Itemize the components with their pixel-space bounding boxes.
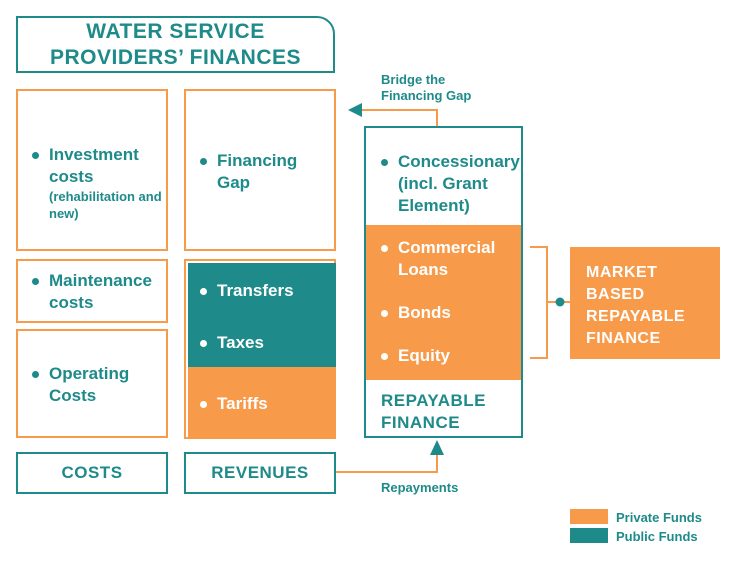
transfers-label: Transfers [217,281,294,300]
private-funds-block: Tariffs [188,367,336,437]
bullet-icon [200,158,207,165]
bullet-icon [32,371,39,378]
repayments-arrow-line [336,455,438,473]
maintenance-costs-box: Maintenance costs [16,259,168,323]
legend-item-private: Private Funds [570,508,730,526]
commercial-loans-item: Commercial Loans [381,237,511,281]
investment-costs-label: Investment costs [49,145,139,186]
bracket-dot-icon [555,297,565,307]
legend-label-private: Private Funds [616,510,702,525]
concessionary-item: Concessionary (incl. Grant Element) [381,151,521,217]
maintenance-costs-item: Maintenance costs [32,270,162,314]
investment-costs-item: Investment costs (rehabilitation and new… [32,144,162,222]
market-based-finance-label: MARKET BASED REPAYABLE FINANCE [586,264,686,347]
bullet-icon [381,159,388,166]
bullet-icon [200,340,207,347]
concessionary-label: Concessionary (incl. Grant Element) [398,152,520,215]
repayable-finance-box: Concessionary (incl. Grant Element) Comm… [364,126,523,438]
legend-item-public: Public Funds [570,527,730,545]
commercial-loans-label: Commercial Loans [398,238,496,279]
diagram-title: WATER SERVICE PROVIDERS’ FINANCES [16,16,335,73]
bullet-icon [381,245,388,252]
legend: Private Funds Public Funds [570,508,730,548]
legend-swatch-private [570,509,608,524]
repayable-finance-footer-label: REPAYABLE FINANCE [381,391,486,432]
revenues-footer: REVENUES [184,452,336,494]
bridge-caption-text: Bridge the Financing Gap [381,72,472,103]
financing-gap-label: Financing Gap [217,151,298,192]
equity-label: Equity [398,346,450,365]
tariffs-item: Tariffs [200,393,330,415]
bonds-item: Bonds [381,302,511,324]
bracket-line [530,246,548,359]
tariffs-label: Tariffs [217,394,268,413]
bullet-icon [32,278,39,285]
financing-gap-item: Financing Gap [200,150,330,194]
equity-item: Equity [381,345,511,367]
taxes-item: Taxes [200,332,330,354]
bullet-icon [200,401,207,408]
investment-costs-box: Investment costs (rehabilitation and new… [16,89,168,251]
operating-costs-box: Operating Costs [16,329,168,438]
bullet-icon [32,152,39,159]
bridge-arrow-line [362,109,438,126]
repayments-caption-text: Repayments [381,480,459,495]
repayable-finance-footer: REPAYABLE FINANCE [381,390,521,434]
public-funds-block: Transfers Taxes [188,263,336,367]
bonds-label: Bonds [398,303,451,322]
transfers-item: Transfers [200,280,330,302]
costs-footer: COSTS [16,452,168,494]
revenues-footer-label: REVENUES [211,463,309,482]
financing-gap-box: Financing Gap [184,89,336,251]
public-funds-revenues-box: Transfers Taxes Tariffs [184,259,336,439]
bullet-icon [381,353,388,360]
title-line-1: WATER SERVICE [86,19,265,43]
maintenance-costs-label: Maintenance costs [49,271,152,312]
operating-costs-item: Operating Costs [32,363,162,407]
market-based-finance-box: MARKET BASED REPAYABLE FINANCE [570,247,720,359]
bullet-icon [381,310,388,317]
costs-footer-label: COSTS [61,463,123,482]
title-line-2: PROVIDERS’ FINANCES [49,45,302,69]
market-finance-block: Commercial Loans Bonds Equity [366,225,521,380]
bridge-arrowhead-icon [348,103,362,117]
repayments-arrowhead-icon [430,440,444,455]
bullet-icon [200,288,207,295]
legend-swatch-public [570,528,608,543]
operating-costs-label: Operating Costs [49,364,130,405]
legend-label-public: Public Funds [616,529,698,544]
bridge-caption: Bridge the Financing Gap [381,72,491,104]
investment-costs-note: (rehabilitation and new) [49,189,162,221]
taxes-label: Taxes [217,333,264,352]
repayments-caption: Repayments [381,480,458,496]
